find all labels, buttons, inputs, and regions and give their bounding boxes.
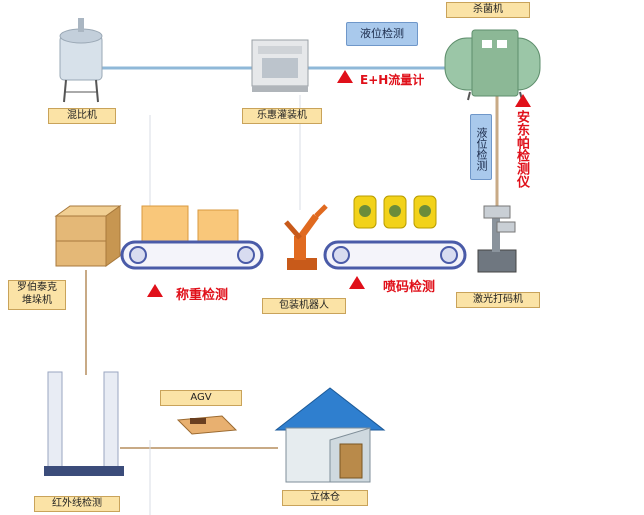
weigh-annotation: 称重检测 <box>176 288 229 303</box>
mixer-tank-icon <box>59 18 103 103</box>
agv-label: AGV <box>160 390 242 406</box>
warning-triangle-icon <box>147 284 163 297</box>
sterilizer-icon <box>444 29 541 101</box>
packer-label: 包装机器人 <box>262 298 346 314</box>
laser-coder-icon <box>477 205 517 273</box>
laser-label: 激光打码机 <box>456 292 540 308</box>
carton-box-icon <box>141 205 239 243</box>
andon-annotation: 安东帕检测仪 <box>514 110 529 188</box>
warning-triangle-icon <box>515 94 531 107</box>
packing-robot-icon <box>284 204 328 270</box>
flowmeter-annotation: E+H流量计 <box>360 73 425 87</box>
filler-machine-icon <box>251 39 309 92</box>
agv-icon <box>176 415 238 435</box>
warning-triangle-icon <box>349 276 365 289</box>
level-detection-top: 液位检测 <box>346 22 418 46</box>
warning-triangle-icon <box>337 70 353 83</box>
level-detection-vertical: 液位检测 <box>470 114 492 180</box>
mixer-label: 混比机 <box>48 108 116 124</box>
infrared-label: 红外线检测 <box>34 496 120 512</box>
conveyor-belt-weighing <box>120 240 264 270</box>
bottle-icon <box>353 195 437 229</box>
infrared-gate-icon <box>44 371 124 476</box>
conveyor-belt-coding <box>323 240 467 270</box>
filler-label: 乐惠灌装机 <box>242 108 322 124</box>
sterilizer-label: 杀菌机 <box>446 2 530 18</box>
palletizer-label: 罗伯泰克 堆垛机 <box>8 280 66 310</box>
palletizer-carton-icon <box>54 205 122 267</box>
warehouse-icon <box>274 387 386 483</box>
code-annotation: 喷码检测 <box>383 280 436 295</box>
warehouse-label: 立体仓 <box>282 490 368 506</box>
